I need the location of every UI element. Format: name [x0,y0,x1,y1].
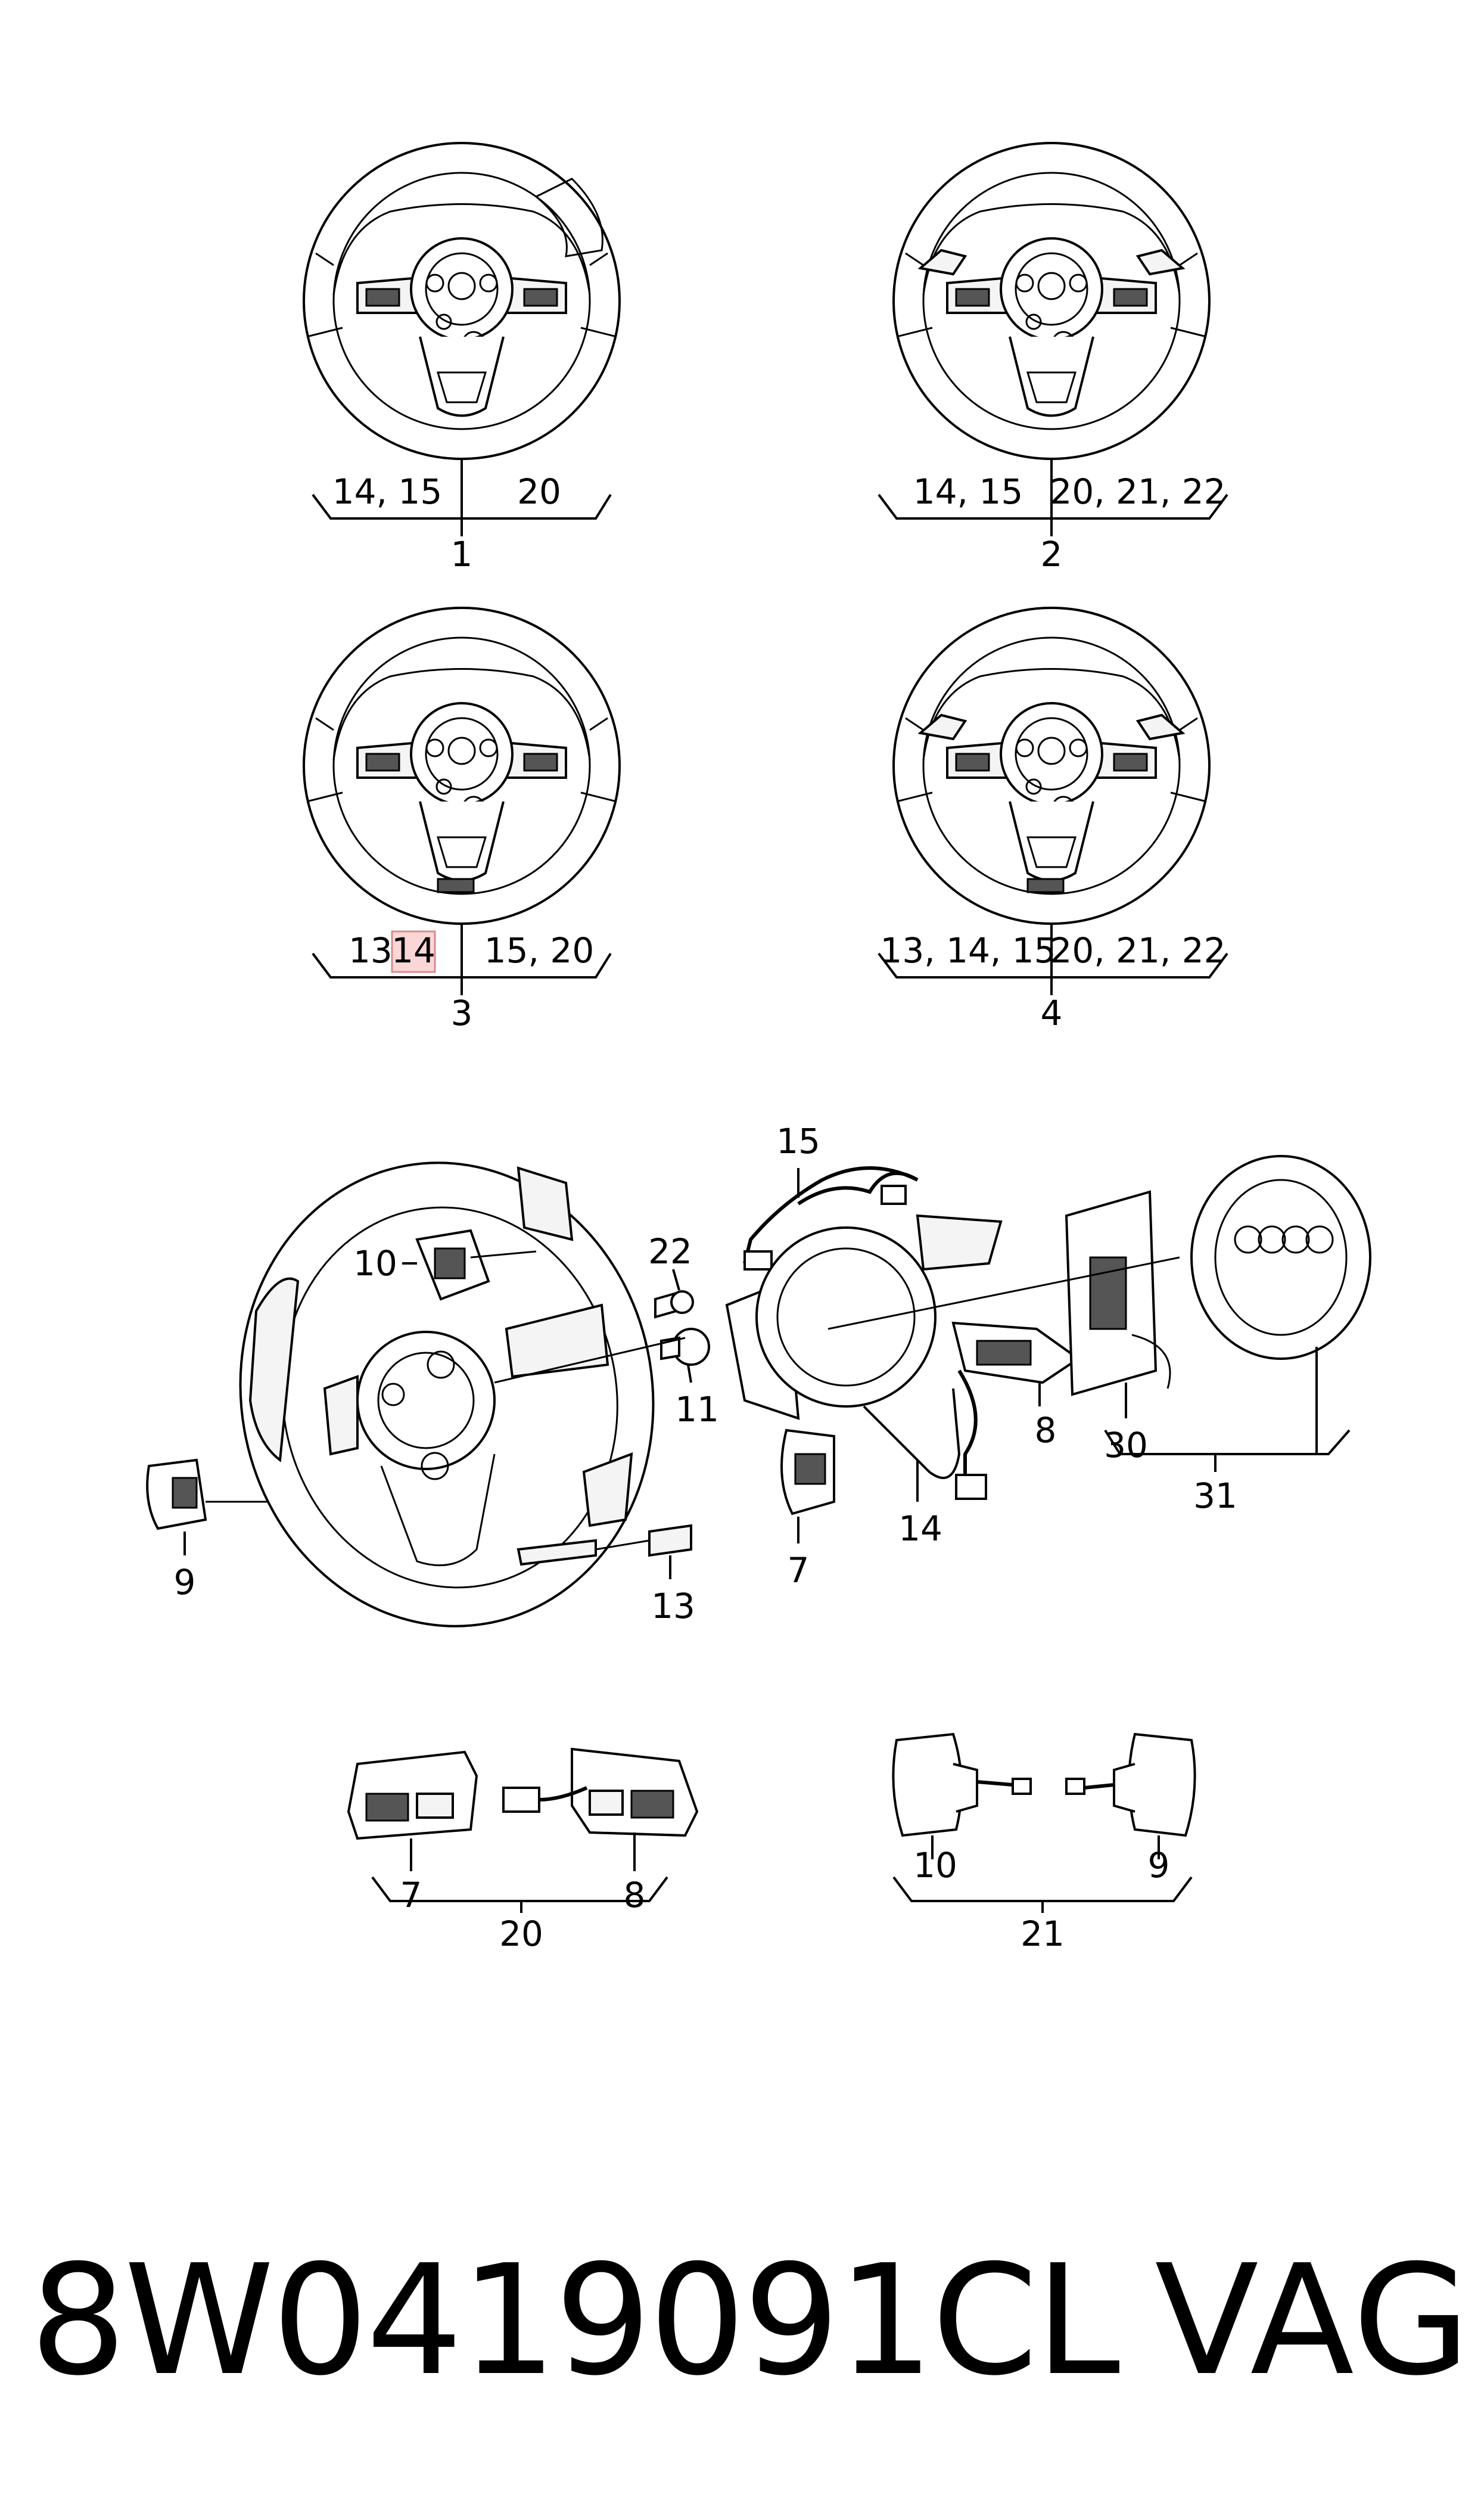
label-13: 13 [651,1586,695,1626]
label-10: 10 [353,1243,397,1284]
wheel-assembly-2 [892,142,1211,460]
wheel-assembly-3 [303,607,621,925]
label-31: 31 [1193,1476,1237,1516]
set-21-left: 10 [913,1845,957,1886]
wheel-assembly-1 [303,142,621,460]
label-30: 30 [1104,1425,1148,1465]
wheel-4-right-label: 20, 21, 22 [1050,930,1225,971]
wheel-3-right-label: 15, 20 [484,930,594,971]
label-15: 15 [776,1121,820,1161]
highlight-box [391,930,436,973]
wheel-3-number: 3 [451,993,473,1033]
wheel-2-number: 2 [1041,534,1063,574]
part-number: 8W0419091CL [30,2232,1120,2409]
exploded-view [146,1155,1371,1627]
label-11: 11 [675,1389,719,1430]
set-21-number: 21 [1021,1914,1065,1954]
brand-label: VAG [1155,2232,1471,2409]
wheel-3-left-label-b: 14 [391,930,435,971]
wheel-1-right-label: 20 [517,471,561,512]
set-20-number: 20 [499,1914,543,1954]
label-8: 8 [1035,1410,1057,1450]
wheel-1-number: 1 [451,534,473,574]
set-20-left: 7 [400,1875,422,1915]
wheel-1-left-label: 14, 15 [332,471,442,512]
label-9: 9 [174,1562,196,1602]
wheel-2-left-label: 14, 15 [913,471,1023,512]
wheel-brackets [312,459,1228,995]
label-14: 14 [898,1508,942,1549]
paddle-set-21 [892,1732,1196,1913]
footer: 8W0419091CL VAG [30,2223,1471,2419]
set-21-right: 9 [1148,1845,1170,1886]
label-22: 22 [648,1231,692,1272]
wheel-2-right-label: 20, 21, 22 [1050,471,1225,512]
wheel-assembly-4 [892,607,1211,925]
wheel-4-left-label: 13, 14, 15 [880,930,1056,971]
wheel-4-number: 4 [1041,993,1063,1033]
switch-set-20 [347,1747,699,1913]
set-20-right: 8 [624,1875,646,1915]
label-7: 7 [788,1550,810,1591]
